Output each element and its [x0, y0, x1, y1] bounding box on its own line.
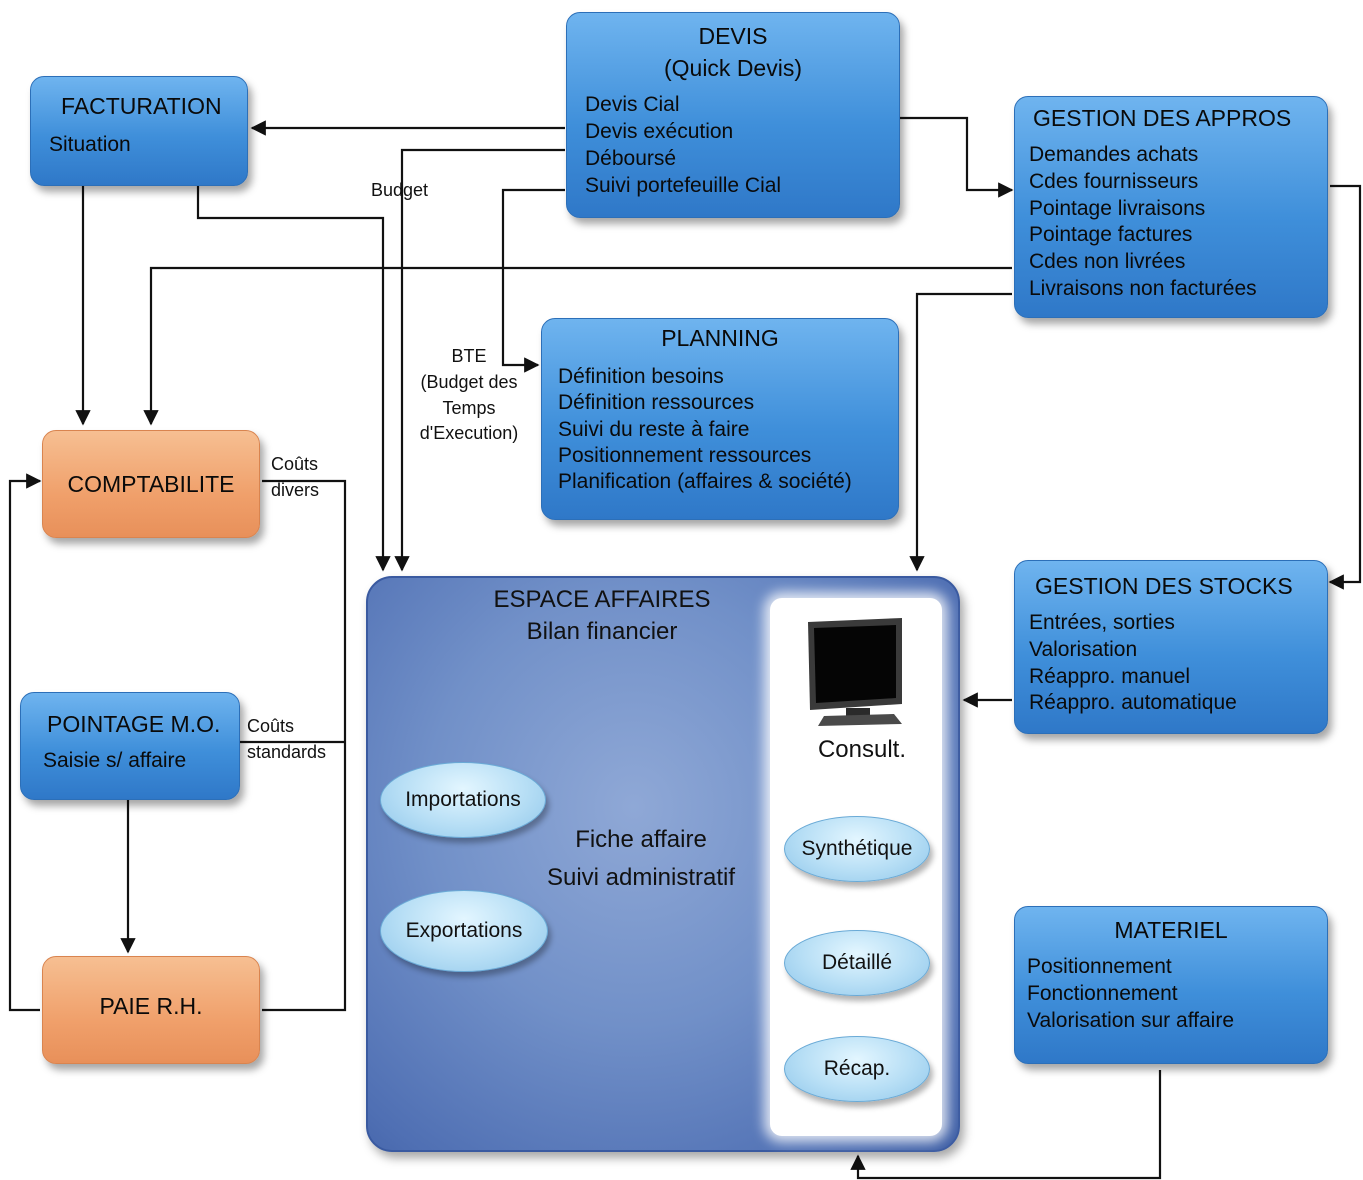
devis-item: Devis exécution	[585, 120, 734, 143]
couts-standards-label-1: Coûts	[247, 716, 295, 736]
devis-item: Déboursé	[585, 147, 677, 170]
arrow-appros-to-stocks	[1328, 184, 1362, 590]
planning-item: Suivi du reste à faire	[558, 418, 750, 441]
appros-title: GESTION DES APPROS	[1033, 105, 1292, 131]
stocks-title: GESTION DES STOCKS	[1035, 573, 1293, 599]
consult-label: Consult.	[817, 736, 907, 763]
arrow-appros-to-espace	[909, 292, 1012, 572]
comptabilite-box: COMPTABILITE	[42, 430, 260, 538]
planning-title: PLANNING	[661, 325, 779, 351]
planning-box: PLANNING Définition besoins Définition r…	[541, 318, 899, 520]
arrow-budget-to-espace	[394, 148, 565, 572]
pointage-sub: Saisie s/ affaire	[43, 749, 187, 772]
devis-title: DEVIS	[698, 23, 768, 49]
planning-item: Planification (affaires & société)	[558, 470, 852, 493]
materiel-item: Valorisation sur affaire	[1027, 1009, 1234, 1032]
recap-button[interactable]: Récap.	[784, 1036, 930, 1102]
bte-label-4: d'Execution)	[419, 423, 519, 443]
comptabilite-title: COMPTABILITE	[67, 471, 235, 497]
devis-subtitle: (Quick Devis)	[663, 55, 802, 81]
materiel-box: MATERIEL Positionnement Fonctionnement V…	[1014, 906, 1328, 1064]
appros-item: Pointage livraisons	[1029, 197, 1206, 220]
monitor-icon	[808, 618, 902, 726]
bte-label-3: Temps	[442, 398, 496, 418]
materiel-title: MATERIEL	[1114, 917, 1228, 943]
detaille-button[interactable]: Détaillé	[784, 930, 930, 996]
paie-box: PAIE R.H.	[42, 956, 260, 1064]
couts-divers-label-1: Coûts	[271, 454, 319, 474]
appros-box: GESTION DES APPROS Demandes achats Cdes …	[1014, 96, 1328, 318]
materiel-item: Positionnement	[1027, 955, 1172, 978]
espace-center-fiche: Fiche affaire	[575, 826, 707, 853]
line-couts-divers	[262, 479, 347, 1012]
arrow-appros-to-comptabilite	[143, 266, 1012, 426]
bte-label-2: (Budget des	[420, 372, 518, 392]
espace-subtitle: Bilan financier	[526, 618, 678, 645]
stocks-item: Entrées, sorties	[1029, 611, 1175, 634]
budget-label: Budget	[371, 180, 429, 200]
devis-box: DEVIS (Quick Devis) Devis Cial Devis exé…	[566, 12, 900, 218]
appros-item: Cdes non livrées	[1029, 250, 1186, 273]
espace-center-suivi: Suivi administratif	[546, 864, 736, 891]
paie-title: PAIE R.H.	[99, 993, 203, 1019]
arrow-facturation-to-espace	[196, 186, 391, 572]
stocks-item: Réappro. manuel	[1029, 665, 1191, 688]
synthetique-button[interactable]: Synthétique	[784, 816, 930, 882]
pointage-title: POINTAGE M.O.	[47, 711, 221, 737]
couts-divers-label-2: divers	[271, 480, 320, 500]
couts-standards-label-2: standards	[247, 742, 327, 762]
espace-title: ESPACE AFFAIRES	[493, 586, 711, 613]
materiel-item: Fonctionnement	[1027, 982, 1178, 1005]
importations-button[interactable]: Importations	[380, 762, 546, 838]
bte-label-1: BTE	[451, 346, 487, 366]
appros-item: Cdes fournisseurs	[1029, 170, 1199, 193]
facturation-sub: Situation	[49, 133, 131, 156]
arrow-bte-to-planning	[501, 188, 565, 373]
stocks-item: Valorisation	[1029, 638, 1138, 661]
appros-item: Pointage factures	[1029, 223, 1193, 246]
appros-item: Livraisons non facturées	[1029, 277, 1257, 300]
devis-item: Suivi portefeuille Cial	[585, 174, 782, 197]
arrow-materiel-to-espace	[850, 1070, 1162, 1180]
planning-item: Définition besoins	[558, 365, 724, 388]
stocks-box: GESTION DES STOCKS Entrées, sorties Valo…	[1014, 560, 1328, 734]
devis-item: Devis Cial	[585, 93, 680, 116]
arrow-devis-to-appros	[900, 116, 1014, 198]
exportations-button[interactable]: Exportations	[380, 890, 548, 972]
facturation-box: FACTURATION Situation	[30, 76, 248, 186]
planning-item: Définition ressources	[558, 391, 755, 414]
planning-item: Positionnement ressources	[558, 444, 812, 467]
appros-item: Demandes achats	[1029, 143, 1199, 166]
pointage-box: POINTAGE M.O. Saisie s/ affaire	[20, 692, 240, 800]
facturation-title: FACTURATION	[61, 93, 222, 119]
arrow-paie-to-comptabilite	[8, 473, 42, 1012]
stocks-item: Réappro. automatique	[1029, 691, 1237, 714]
